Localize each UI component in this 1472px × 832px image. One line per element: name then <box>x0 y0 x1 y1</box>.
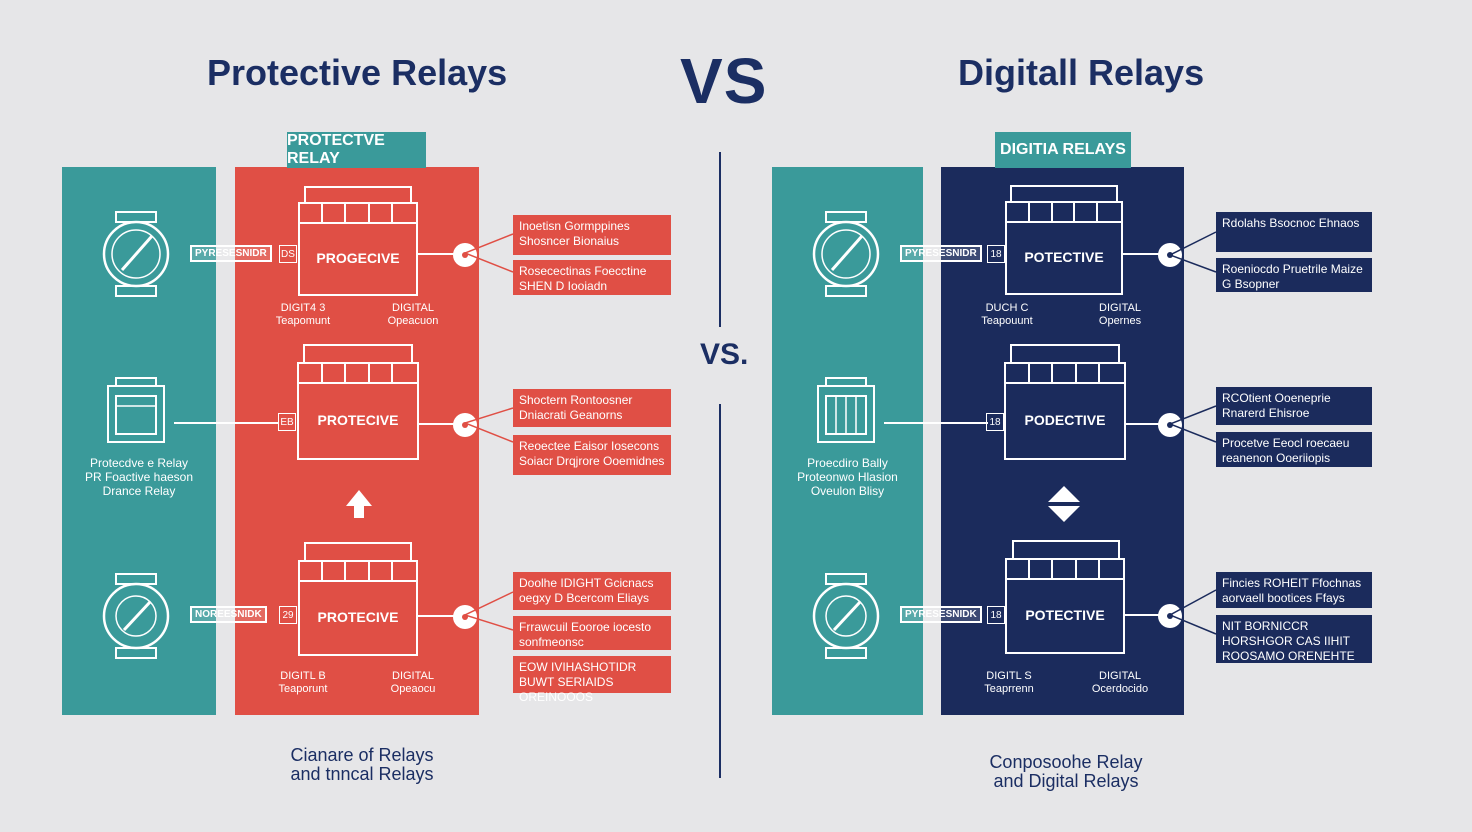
left-strip-caption: Protecdve e Relay PR Foactive haeson Dra… <box>84 456 194 498</box>
right-strip-caption: Proecdiro Bally Proteonwo Hlasion Oveulo… <box>797 456 898 498</box>
right-connector-lines <box>1170 231 1217 635</box>
left-relay-column <box>235 167 479 715</box>
relay-terminal: DS <box>279 245 297 263</box>
relay-block: PODECTIVE <box>1004 362 1126 460</box>
left-info-box: EOW IVIHASHOTIDR BUWT SERIAIDS OREINOOOS <box>513 656 671 704</box>
relay-terminal: 18 <box>987 245 1005 263</box>
relay-top-bracket <box>1010 185 1118 203</box>
fork-arrow-icon <box>346 490 372 518</box>
left-info-box: Shoctern Rontoosner Dniacrati Geanorns <box>513 389 671 427</box>
relay-output-line <box>1125 614 1159 616</box>
connector-node <box>1158 413 1182 437</box>
relay-output-line <box>1126 423 1159 425</box>
left-info-box: Doolhe IDIGHT Gcicnacs oegxy D Bcercom E… <box>513 572 671 610</box>
gauge-icon <box>812 573 880 659</box>
right-strip-connector-2 <box>884 422 988 424</box>
relay-top-bracket <box>1012 540 1120 558</box>
relay-output-line <box>418 253 454 255</box>
left-info-box: Reoectee Eaisor Iosecons Soiacr Drqjrore… <box>513 435 671 475</box>
right-column-tag: DIGITIA RELAYS <box>995 132 1131 168</box>
gauge-icon <box>812 211 880 297</box>
relay-block: PROGECIVE <box>298 202 418 296</box>
relay-terminal: 18 <box>987 606 1005 624</box>
right-strip-pill-1: PYRESESNIDR <box>900 245 982 262</box>
right-info-box: Roeniocdo Pruetrile Maize G Bsopner <box>1216 258 1372 292</box>
center-divider-bottom <box>719 404 721 778</box>
relay-label: PROGECIVE <box>316 250 400 266</box>
right-info-box: RCOtient Ooeneprie Rnarerd Ehisroe <box>1216 387 1372 425</box>
relay-output-line <box>418 615 454 617</box>
center-divider-top <box>719 152 721 327</box>
left-strip-pill-1: PYRESESNIDR <box>190 245 272 262</box>
relay-top-bracket <box>1010 344 1120 362</box>
relay-terminal: EB <box>278 413 296 431</box>
relay-label: PROTECIVE <box>317 412 399 428</box>
connector-node <box>453 413 477 437</box>
relay-terminal: 18 <box>986 413 1004 431</box>
gauge-icon <box>102 211 170 297</box>
panel-icon <box>107 377 165 443</box>
left-title: Protective Relays <box>207 52 508 93</box>
relay-label: PODECTIVE <box>1024 412 1106 428</box>
relay-label: PROTECIVE <box>317 609 399 625</box>
left-column-tag: PROTECTVE RELAY <box>287 132 426 168</box>
relay-block: POTECTIVE <box>1005 201 1123 295</box>
right-info-box: Rdolahs Bsocnoc Ehnaos <box>1216 212 1372 252</box>
relay-output-line <box>419 423 454 425</box>
panel-icon <box>817 377 875 443</box>
left-strip-pill-3: NOREESNIDK <box>190 606 267 623</box>
right-strip-pill-3: PYRESESNIDK <box>900 606 982 623</box>
left-info-box: Frrawcuil Eooroe iocesto sonfmeonsc <box>513 616 671 650</box>
left-strip-connector-2 <box>174 422 278 424</box>
relay-output-line <box>1123 253 1159 255</box>
left-info-box: Rosecectinas Foecctine SHEN D Iooiadn <box>513 260 671 295</box>
connector-node <box>1158 604 1182 628</box>
right-info-box: Procetve Eeocl roecaeu reanenon Ooeriiop… <box>1216 432 1372 467</box>
diamond-arrow-icon <box>1048 486 1080 522</box>
right-info-box: NIT BORNICCR HORSHGOR CAS IIHIT ROOSAMO … <box>1216 615 1372 663</box>
relay-label: POTECTIVE <box>1025 607 1105 623</box>
relay-block: PROTECIVE <box>298 560 418 656</box>
connector-node <box>453 243 477 267</box>
relay-top-bracket <box>303 344 413 362</box>
relay-block: PROTECIVE <box>297 362 419 460</box>
relay-terminal: 29 <box>279 606 297 624</box>
relay-label: POTECTIVE <box>1024 249 1104 265</box>
relay-top-bracket <box>304 542 412 560</box>
right-title: Digitall Relays <box>958 52 1205 93</box>
relay-block: POTECTIVE <box>1005 558 1125 654</box>
left-info-box: Inoetisn Gormppines Shosncer Bionaius <box>513 215 671 255</box>
relay-top-bracket <box>304 186 412 204</box>
right-info-box: Fincies ROHEIT Ffochnas aorvaell bootice… <box>1216 572 1372 608</box>
vs-label: VS. <box>700 338 749 371</box>
left-connector-lines <box>465 233 514 631</box>
gauge-icon <box>102 573 170 659</box>
vs-heading: VS <box>680 45 768 117</box>
